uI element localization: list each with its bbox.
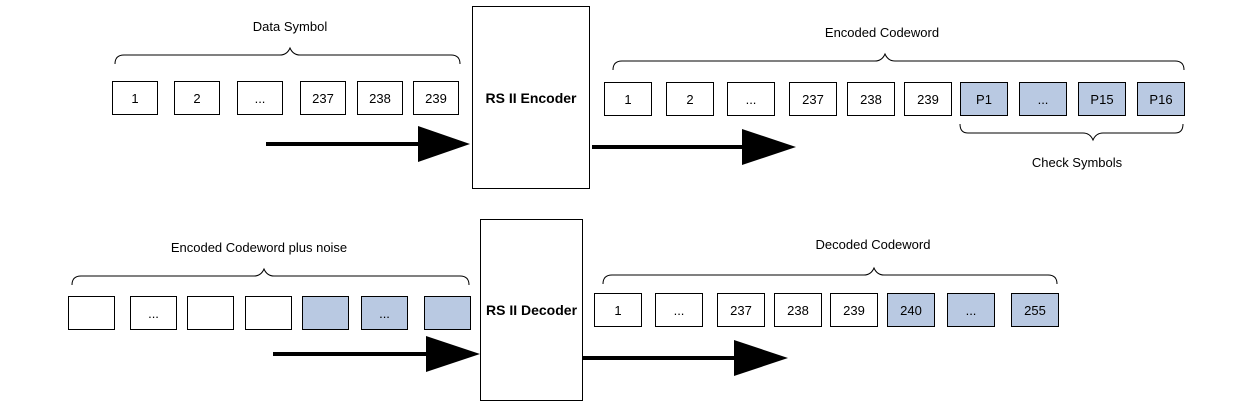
decoded-symbol-cell: 237 [717, 293, 765, 327]
noisy-symbol-cell: ... [130, 296, 177, 330]
data-symbol-cell: 238 [357, 81, 403, 115]
decoded-symbol-cell: ... [655, 293, 703, 327]
decoded-symbol-cell: ... [947, 293, 995, 327]
noisy-symbol-cell [424, 296, 471, 330]
decoder-input-arrow [273, 336, 480, 372]
decoded-symbol-cell: 1 [594, 293, 642, 327]
noisy-symbol-cell [245, 296, 292, 330]
noisy-symbol-cell: ... [361, 296, 408, 330]
encoded-codeword-cell: 2 [666, 82, 714, 116]
noisy-symbol-cell [68, 296, 115, 330]
check-symbols-brace [959, 123, 1184, 142]
noisy-symbol-cell [302, 296, 349, 330]
data-symbol-cell: 2 [174, 81, 220, 115]
encoded-codeword-label: Encoded Codeword [824, 25, 940, 40]
encoded-noise-brace [71, 267, 470, 286]
encoder-output-arrow [592, 129, 796, 165]
data-symbol-cell: 1 [112, 81, 158, 115]
encoded-codeword-cell: 239 [904, 82, 952, 116]
encoded-codeword-cell: ... [1019, 82, 1067, 116]
encoded-noise-label: Encoded Codeword plus noise [170, 240, 348, 255]
decoded-codeword-label: Decoded Codeword [815, 237, 931, 252]
decoded-symbol-cell: 240 [887, 293, 935, 327]
check-symbols-label: Check Symbols [1031, 155, 1123, 170]
decoder-output-arrow [583, 340, 788, 376]
encoded-codeword-cell: P15 [1078, 82, 1126, 116]
decoded-symbol-cell: 255 [1011, 293, 1059, 327]
decoded-symbol-cell: 239 [830, 293, 878, 327]
encoded-codeword-cell: P16 [1137, 82, 1185, 116]
encoded-codeword-cell: P1 [960, 82, 1008, 116]
rs-decoder-block: RS II Decoder [480, 219, 583, 401]
decoded-symbol-cell: 238 [774, 293, 822, 327]
data-symbol-label: Data Symbol [252, 19, 328, 34]
noisy-symbol-cell [187, 296, 234, 330]
encoded-codeword-cell: 1 [604, 82, 652, 116]
data-symbol-cell: 237 [300, 81, 346, 115]
encoder-input-arrow [266, 126, 470, 162]
encoded-codeword-cell: 237 [789, 82, 837, 116]
data-symbol-cell: ... [237, 81, 283, 115]
decoded-codeword-brace [602, 266, 1058, 285]
data-symbol-cell: 239 [413, 81, 459, 115]
rs-encoder-block: RS II Encoder [472, 6, 590, 189]
encoded-codeword-cell: ... [727, 82, 775, 116]
encoded-codeword-cell: 238 [847, 82, 895, 116]
data-symbol-brace [114, 46, 461, 65]
encoded-codeword-brace [612, 52, 1185, 71]
